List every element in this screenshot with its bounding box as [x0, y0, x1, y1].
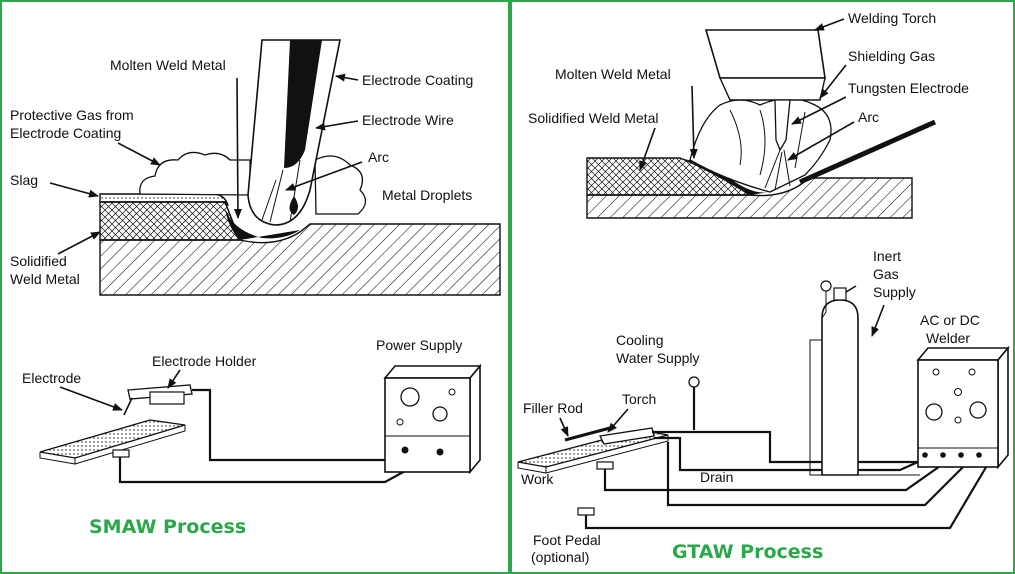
gtaw-label-cooling-2: Water Supply: [616, 350, 700, 366]
smaw-label-protective-gas-2: Electrode Coating: [10, 125, 121, 141]
smaw-base-metal: [99, 223, 501, 296]
gtaw-welder: [916, 345, 1010, 470]
smaw-label-solidified-1: Solidified: [10, 253, 67, 269]
smaw-ground-clamp: [112, 449, 130, 458]
smaw-power-supply: [383, 363, 482, 475]
gtaw-label-torch: Torch: [622, 391, 656, 407]
smaw-label-electrode-holder: Electrode Holder: [152, 353, 257, 369]
smaw-gas-cloud-right: [314, 155, 367, 215]
smaw-molten-pool: [225, 208, 300, 240]
gtaw-welder-dial-right: [969, 401, 987, 419]
smaw-label-electrode-coating: Electrode Coating: [362, 72, 473, 88]
smaw-electrode-rod: [123, 397, 133, 416]
smaw-gas-cloud: [139, 151, 251, 196]
smaw-solidified-weld-metal: [99, 201, 242, 241]
smaw-power-dial: [400, 387, 420, 407]
gtaw-label-cooling-1: Cooling: [616, 332, 663, 348]
gtaw-label-inert-1: Inert: [873, 248, 901, 264]
gtaw-arc: [764, 149, 791, 191]
smaw-label-metal-droplets: Metal Droplets: [382, 187, 472, 203]
smaw-panel-frame: [0, 0, 510, 574]
smaw-label-slag: Slag: [10, 172, 38, 188]
smaw-label-electrode: Electrode: [22, 370, 81, 386]
gtaw-label-filler-rod: Filler Rod: [523, 400, 583, 416]
gtaw-caption: GTAW Process: [672, 541, 823, 563]
smaw-caption: SMAW Process: [89, 516, 246, 538]
gtaw-label-welding-torch: Welding Torch: [848, 10, 936, 26]
smaw-label-molten-weld-metal: Molten Weld Metal: [110, 57, 226, 73]
gtaw-ground-clamp: [596, 461, 614, 470]
gtaw-base-metal: [586, 177, 913, 219]
gtaw-filler-rod: [798, 119, 937, 185]
gtaw-torch: [599, 427, 655, 445]
gtaw-label-drain: Drain: [700, 469, 733, 485]
gtaw-label-solidified-weld-metal: Solidified Weld Metal: [528, 110, 658, 126]
smaw-weld-cross-section: [99, 39, 501, 296]
gtaw-foot-pedal: [577, 507, 595, 516]
gtaw-label-ac-dc-1: AC or DC: [920, 312, 980, 328]
smaw-label-arc: Arc: [368, 149, 389, 165]
gtaw-circuit: [517, 280, 1010, 530]
gtaw-label-ac-dc-2: Welder: [926, 330, 970, 346]
smaw-electrode-wire: [284, 40, 322, 168]
gtaw-cooling-water-valve: [688, 376, 700, 388]
gtaw-label-inert-3: Supply: [873, 284, 916, 300]
smaw-label-solidified-2: Weld Metal: [10, 271, 80, 287]
gtaw-label-work: Work: [521, 471, 554, 487]
gtaw-label-foot-pedal-1: Foot Pedal: [533, 532, 601, 548]
gtaw-label-arc: Arc: [858, 109, 879, 125]
gtaw-label-inert-2: Gas: [873, 266, 899, 282]
gtaw-label-shielding-gas: Shielding Gas: [848, 48, 935, 64]
smaw-label-electrode-wire: Electrode Wire: [362, 112, 454, 128]
gtaw-label-tungsten-electrode: Tungsten Electrode: [848, 80, 969, 96]
gtaw-gas-cylinder: [820, 280, 859, 476]
gtaw-welding-torch: [704, 29, 826, 79]
gtaw-tungsten-electrode: [774, 99, 791, 152]
gtaw-welder-dial-left: [925, 403, 943, 421]
gtaw-label-foot-pedal-2: (optional): [531, 549, 589, 565]
smaw-electrode-cable: [192, 388, 407, 462]
smaw-label-protective-gas-1: Protective Gas from: [10, 107, 134, 123]
gtaw-panel-frame: [510, 0, 1015, 574]
gtaw-filler-rod-small: [564, 426, 611, 442]
gtaw-label-molten-weld-metal: Molten Weld Metal: [555, 66, 671, 82]
smaw-label-power-supply: Power Supply: [376, 337, 462, 353]
smaw-metal-droplet: [289, 196, 298, 215]
smaw-circuit: [39, 363, 482, 484]
